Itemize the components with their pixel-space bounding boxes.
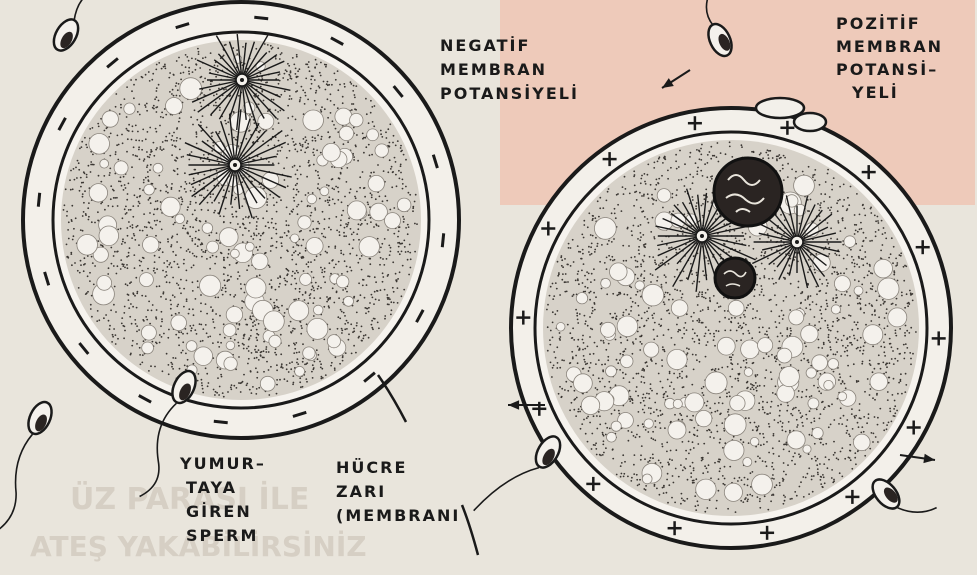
membrane-line-3: (MEMBRANI bbox=[336, 504, 460, 528]
membrane-line-2: ZARI bbox=[336, 480, 460, 504]
unfertilized-egg bbox=[23, 2, 459, 438]
cell-membrane-label: HÜCRE ZARI (MEMBRANI bbox=[336, 456, 460, 528]
sperm-line-1: YUMUR– bbox=[180, 452, 266, 476]
positive-line-4: YELİ bbox=[836, 81, 943, 104]
positive-line-3: POTANSİ– bbox=[836, 58, 943, 81]
negative-line-2: MEMBRAN bbox=[440, 58, 579, 82]
positive-potential-label: POZİTİF MEMBRAN POTANSİ– YELİ bbox=[836, 12, 943, 104]
membrane-line-1: HÜCRE bbox=[336, 456, 460, 480]
pronucleus-small bbox=[715, 258, 755, 298]
positive-line-1: POZİTİF bbox=[836, 12, 943, 35]
sperm-line-4: SPERM bbox=[180, 524, 266, 548]
sperm-line-3: GİREN bbox=[180, 500, 266, 524]
positive-line-2: MEMBRAN bbox=[836, 35, 943, 58]
membrane-pointer-line bbox=[378, 375, 406, 422]
negative-line-3: POTANSİYELİ bbox=[440, 82, 579, 106]
negative-potential-label: NEGATİF MEMBRAN POTANSİYELİ bbox=[440, 34, 579, 106]
pronucleus-large bbox=[714, 158, 782, 226]
sperm-line-2: TAYA bbox=[180, 476, 266, 500]
membrane-label-line bbox=[462, 505, 478, 555]
sperm-label: YUMUR– TAYA GİREN SPERM bbox=[180, 452, 266, 548]
negative-line-1: NEGATİF bbox=[440, 34, 579, 58]
